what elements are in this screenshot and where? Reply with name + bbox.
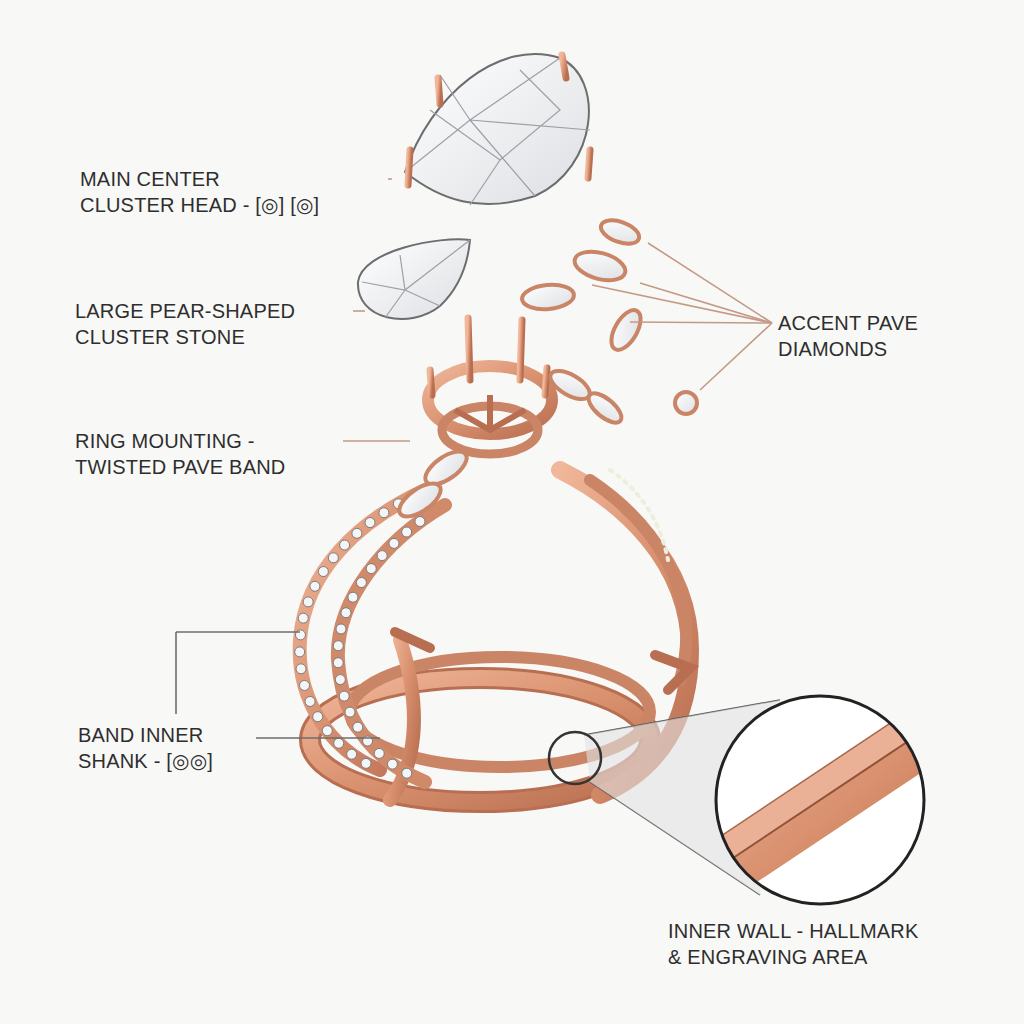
pave-dot [361, 758, 371, 768]
pave-dot [415, 517, 425, 527]
leader-line [640, 283, 772, 323]
pave-dot [379, 508, 389, 518]
accent-stones [521, 216, 697, 414]
pave-dot [333, 641, 343, 651]
pave-dot [318, 567, 328, 577]
pear-stone [358, 239, 470, 319]
pave-dot [303, 597, 313, 607]
pave-dot [389, 538, 399, 548]
leader-line [175, 632, 177, 714]
leader-line [630, 322, 772, 323]
leader-line [343, 440, 410, 442]
pave-dot [296, 664, 306, 674]
part-label: BAND INNER SHANK - [◎◎] [78, 722, 248, 774]
pave-dot [305, 696, 315, 706]
pave-dot [295, 647, 305, 657]
magnifier-detail [549, 690, 940, 920]
pave-dot [356, 578, 366, 588]
pave-dot [335, 675, 345, 685]
pave-dot [340, 540, 350, 550]
part-label: MAIN CENTER CLUSTER HEAD - [◎] [◎] [80, 166, 380, 218]
pave-dot [402, 527, 412, 537]
leader-line [648, 243, 772, 323]
pave-dot [374, 748, 384, 758]
pave-dot [310, 581, 320, 591]
pave-dot [336, 624, 346, 634]
leader-line [592, 285, 772, 323]
part-label: RING MOUNTING - TWISTED PAVE BAND [75, 428, 335, 480]
ring-head [394, 318, 626, 523]
part-label: INNER WALL - HALLMARK & ENGRAVING AREA [668, 918, 988, 970]
pave-dot [339, 691, 349, 701]
pave-dot [365, 518, 375, 528]
pave-dot [377, 551, 387, 561]
pave-dot [387, 759, 397, 769]
pave-dot [353, 722, 363, 732]
pave-dot [348, 592, 358, 602]
pave-dot [366, 564, 376, 574]
leader-line [700, 323, 772, 390]
center-stone [405, 54, 590, 226]
pave-dot [313, 712, 323, 722]
pave-dot [352, 528, 362, 538]
pave-dot [347, 749, 357, 759]
leader-line [256, 737, 380, 739]
pave-dot [345, 707, 355, 717]
pave-dot [298, 613, 308, 623]
pave-dot [299, 680, 309, 690]
pave-dots [295, 499, 425, 778]
leader-line [388, 178, 392, 180]
pave-dot [333, 658, 343, 668]
pave-dot [328, 553, 338, 563]
pave-dot [402, 768, 412, 778]
part-label: ACCENT PAVE DIAMONDS [778, 310, 938, 362]
pave-dot [322, 726, 332, 736]
pave-dot [334, 738, 344, 748]
leader-line [353, 310, 365, 312]
leader-line [176, 631, 300, 633]
pave-dot [341, 608, 351, 618]
part-label: LARGE PEAR-SHAPED CLUSTER STONE [75, 298, 345, 350]
